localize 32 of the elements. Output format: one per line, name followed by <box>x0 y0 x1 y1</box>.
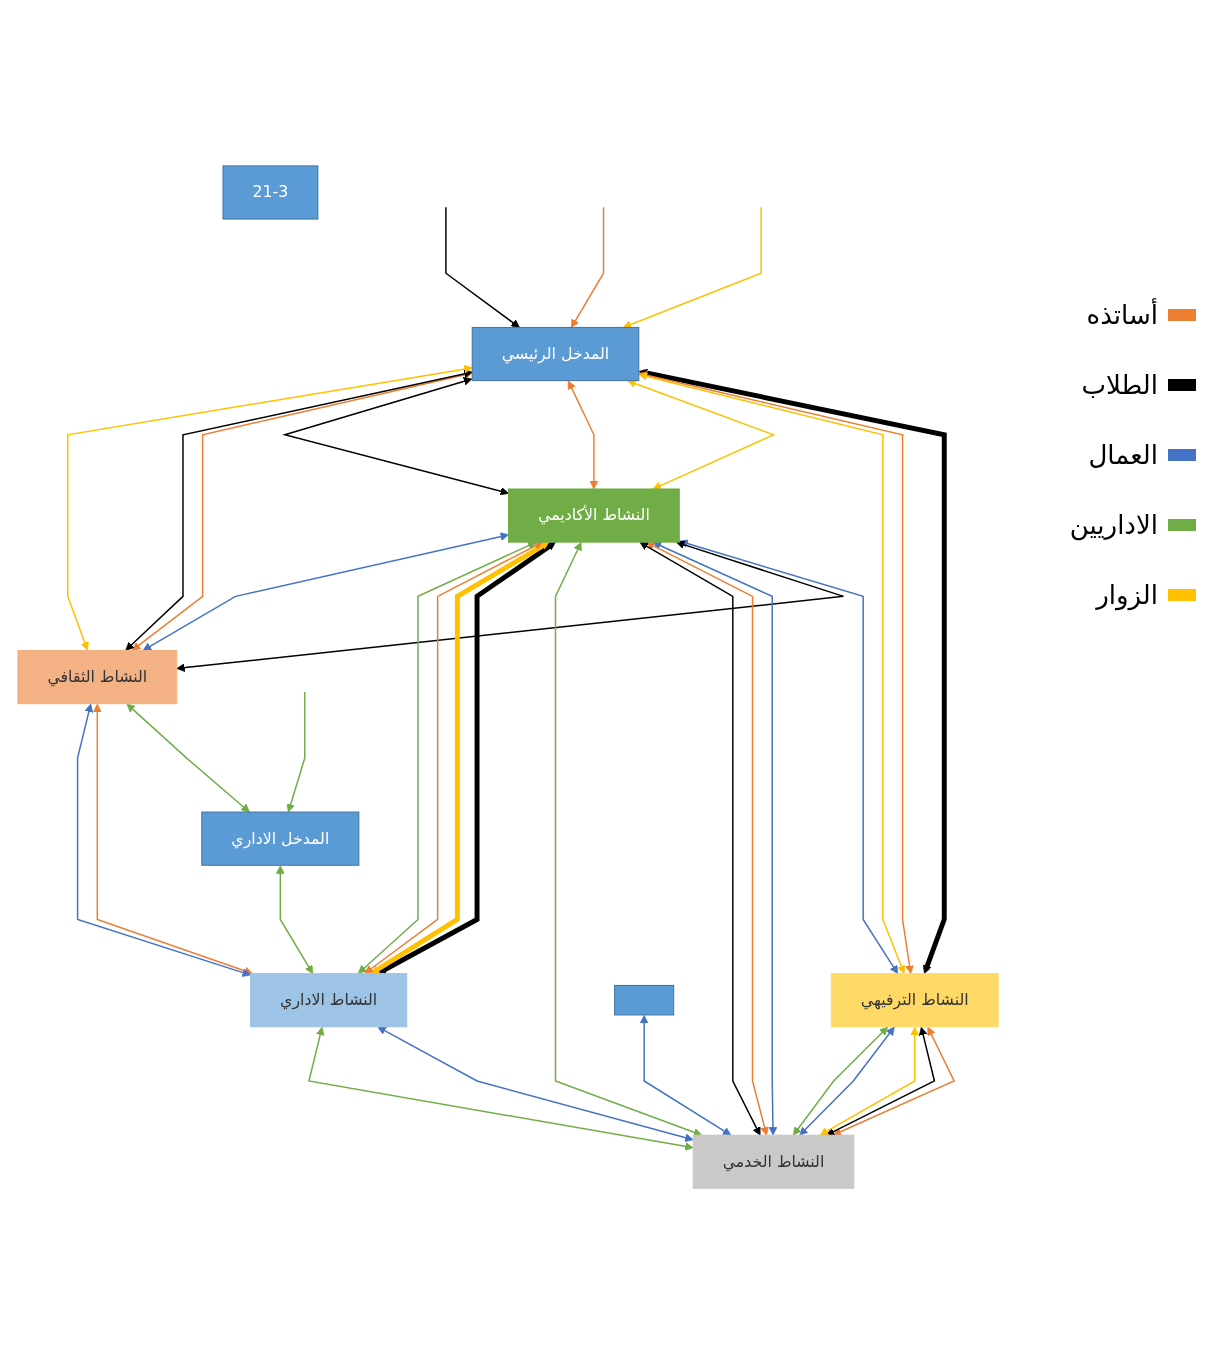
arrow <box>176 540 845 673</box>
node-box: النشاط الأكاديمي <box>508 488 680 544</box>
arrow <box>308 1027 694 1152</box>
legend-text: العمال <box>1088 440 1158 470</box>
arrow <box>126 703 250 813</box>
node-box: المدخل الرئيسي <box>471 327 640 382</box>
arrow <box>67 365 473 651</box>
arrow <box>819 1027 920 1136</box>
legend-text: أساتذه <box>1086 300 1158 330</box>
node-box: المدخل الاداري <box>201 811 360 867</box>
arrow <box>554 542 703 1137</box>
node-box: النشاط الاداري <box>250 973 408 1028</box>
node-box <box>614 985 675 1016</box>
arrow <box>377 1027 694 1143</box>
arrow <box>276 865 314 975</box>
arrow <box>286 691 306 813</box>
node-box: 21-3 <box>222 165 319 220</box>
arrow <box>445 206 520 329</box>
arrow <box>639 1015 732 1136</box>
arrow <box>570 206 605 329</box>
legend-text: الاداريين <box>1069 510 1158 540</box>
node-box: النشاط الثقافي <box>17 650 178 705</box>
arrow <box>142 532 509 652</box>
arrow <box>282 377 509 496</box>
arrow <box>832 1027 956 1137</box>
arrow <box>622 206 762 329</box>
node-box: النشاط الخدمي <box>692 1135 855 1190</box>
legend-text: الزوار <box>1096 580 1158 610</box>
arrow <box>567 380 599 490</box>
legend-text: الطلاب <box>1081 370 1158 400</box>
node-box: النشاط الترفيهي <box>830 973 999 1028</box>
arrow <box>826 1027 936 1136</box>
